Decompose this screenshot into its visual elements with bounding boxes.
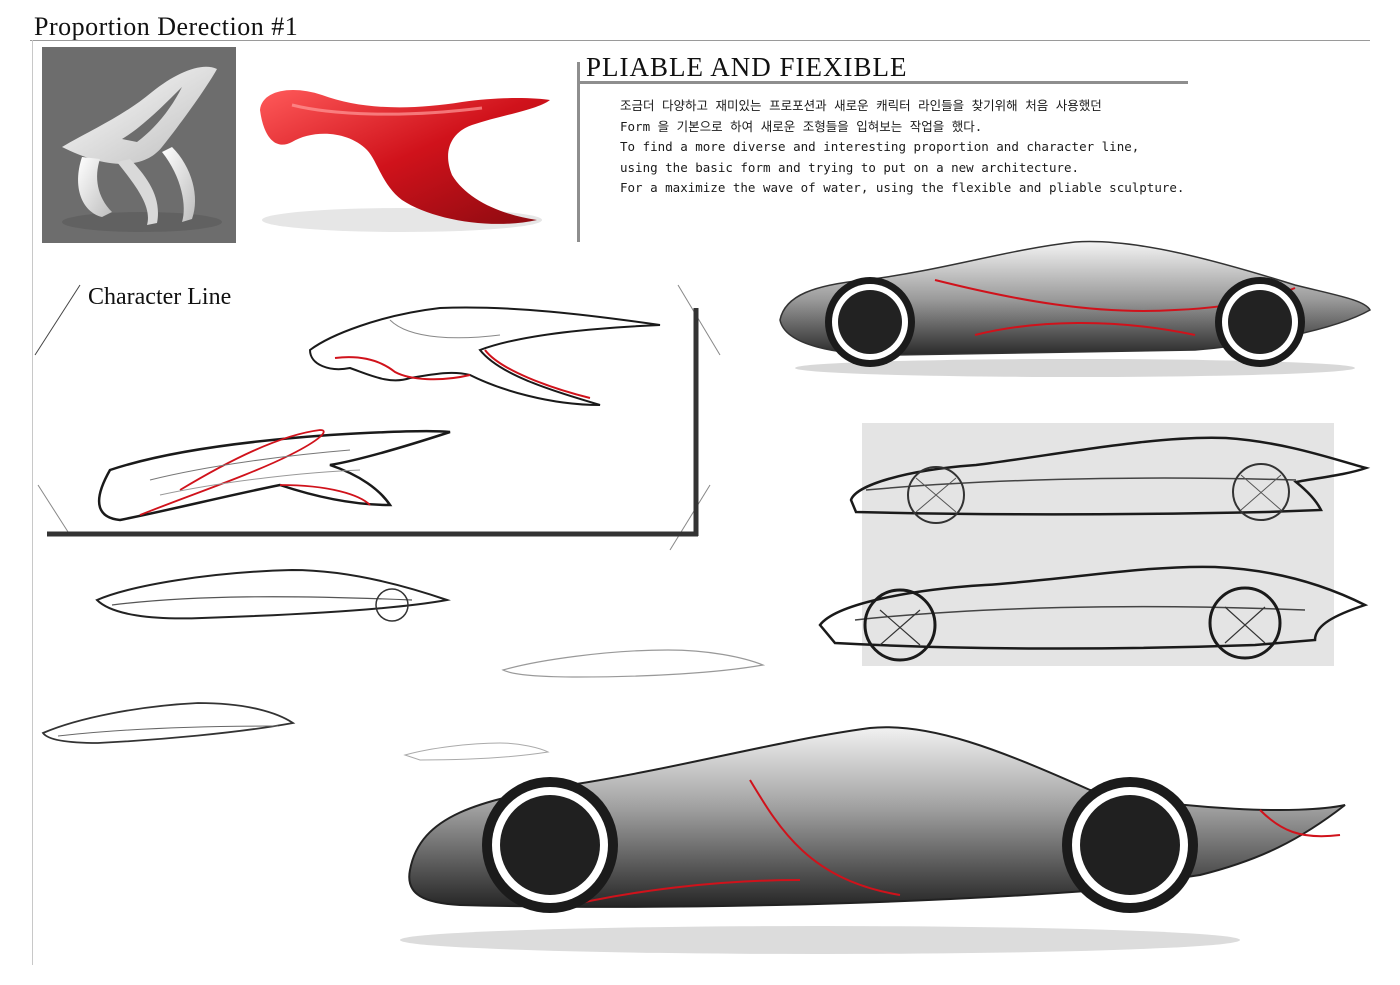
title-divider: [30, 40, 1370, 41]
front-wheel: [482, 777, 618, 913]
description-line: 조금더 다양하고 재미있는 프로포션과 새로운 캐릭터 라인들을 찾기위해 처음…: [620, 98, 1102, 113]
heading-vertical-bar: [577, 62, 580, 242]
description-line: For a maximize the wave of water, using …: [620, 180, 1185, 195]
pencil-car-sketch-5: [41, 702, 296, 744]
reference-red-sculpture-image: [252, 70, 557, 240]
reference-chair-image: [42, 47, 236, 243]
sketch-gray-panel: [862, 423, 1334, 666]
red-sculpture-illustration: [260, 90, 550, 232]
character-line-label: Character Line: [88, 284, 232, 310]
concept-description: 조금더 다양하고 재미있는 프로포션과 새로운 캐릭터 라인들을 찾기위해 처음…: [620, 96, 1184, 199]
front-wheel: [825, 277, 915, 367]
rear-wheel: [1062, 777, 1198, 913]
rear-wheel: [1215, 277, 1305, 367]
pencil-car-sketch-2: [818, 565, 1369, 662]
description-line: To find a more diverse and interesting p…: [620, 139, 1140, 154]
rendered-car-side-top: [779, 240, 1371, 377]
description-line: Form 을 기본으로 하여 새로운 조형들을 입혀보는 작업을 했다.: [620, 118, 983, 134]
heading-underline: [578, 81, 1188, 84]
pencil-car-sketch-3: [95, 568, 451, 622]
concept-heading: PLIABLE AND FIEXIBLE: [586, 52, 908, 82]
pencil-car-sketch-4: [501, 649, 766, 678]
left-margin-rule: [32, 40, 33, 965]
pencil-car-sketch-1: [849, 436, 1371, 524]
description-line: using the basic form and trying to put o…: [620, 159, 1080, 175]
page-title: Proportion Derection #1: [34, 12, 299, 41]
pencil-car-sketch-6: [403, 742, 550, 761]
rendered-car-side-large: [400, 726, 1346, 954]
chair-illustration: [62, 66, 222, 232]
character-line-frame: [34, 284, 721, 551]
